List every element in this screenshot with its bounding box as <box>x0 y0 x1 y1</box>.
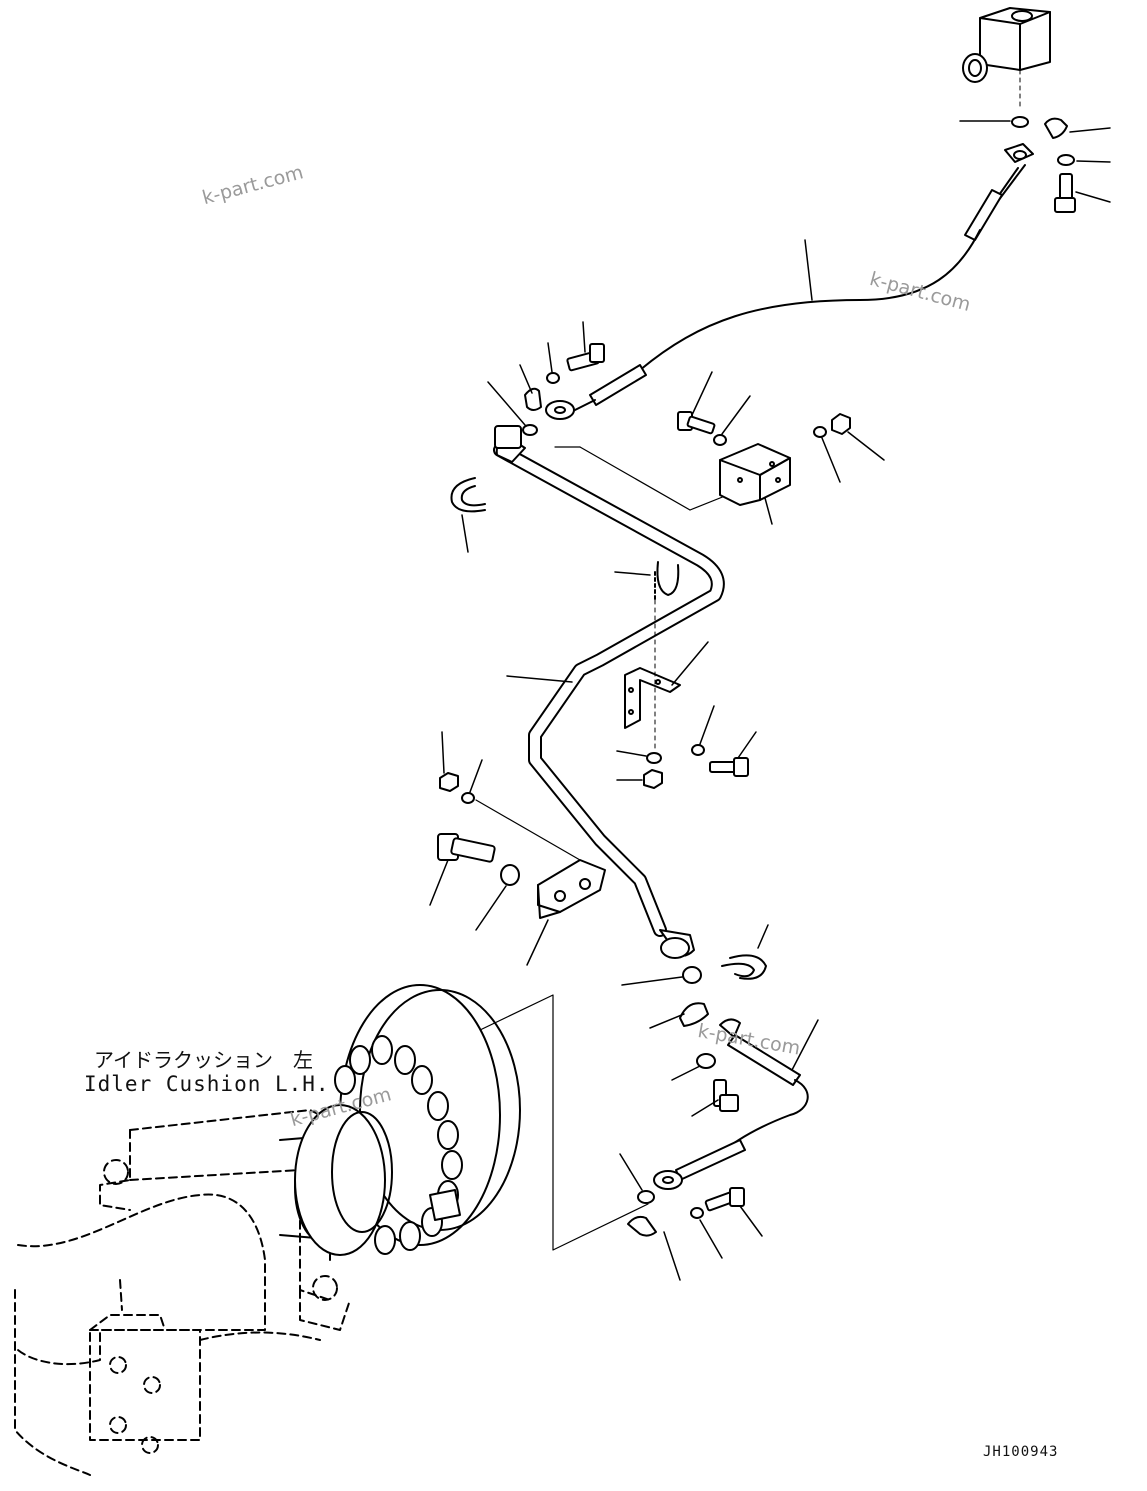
u-bolt-3 <box>721 924 769 980</box>
u-bolt-2 <box>614 561 680 601</box>
u-bolt-1 <box>450 477 486 553</box>
top-right-fittings <box>959 116 1111 213</box>
bracket-upper-bolts <box>677 371 885 483</box>
bracket-middle <box>616 599 757 789</box>
bracket-lower <box>429 731 606 966</box>
cylinder-flange <box>279 984 521 1256</box>
bracket-upper <box>719 443 791 525</box>
assembly-label-english: Idler Cushion L.H. <box>84 1072 330 1096</box>
lower-fittings <box>619 966 819 1281</box>
steel-pipe <box>493 425 741 959</box>
upper-hose <box>545 164 1026 420</box>
upper-left-fittings <box>487 321 605 436</box>
assembly-leader <box>452 994 649 1251</box>
idler-cushion <box>14 1109 351 1476</box>
valve-block <box>962 7 1051 111</box>
assembly-label-japanese: アイドラクッション 左 <box>94 1048 313 1072</box>
drawing-code: JH100943 <box>983 1444 1059 1460</box>
